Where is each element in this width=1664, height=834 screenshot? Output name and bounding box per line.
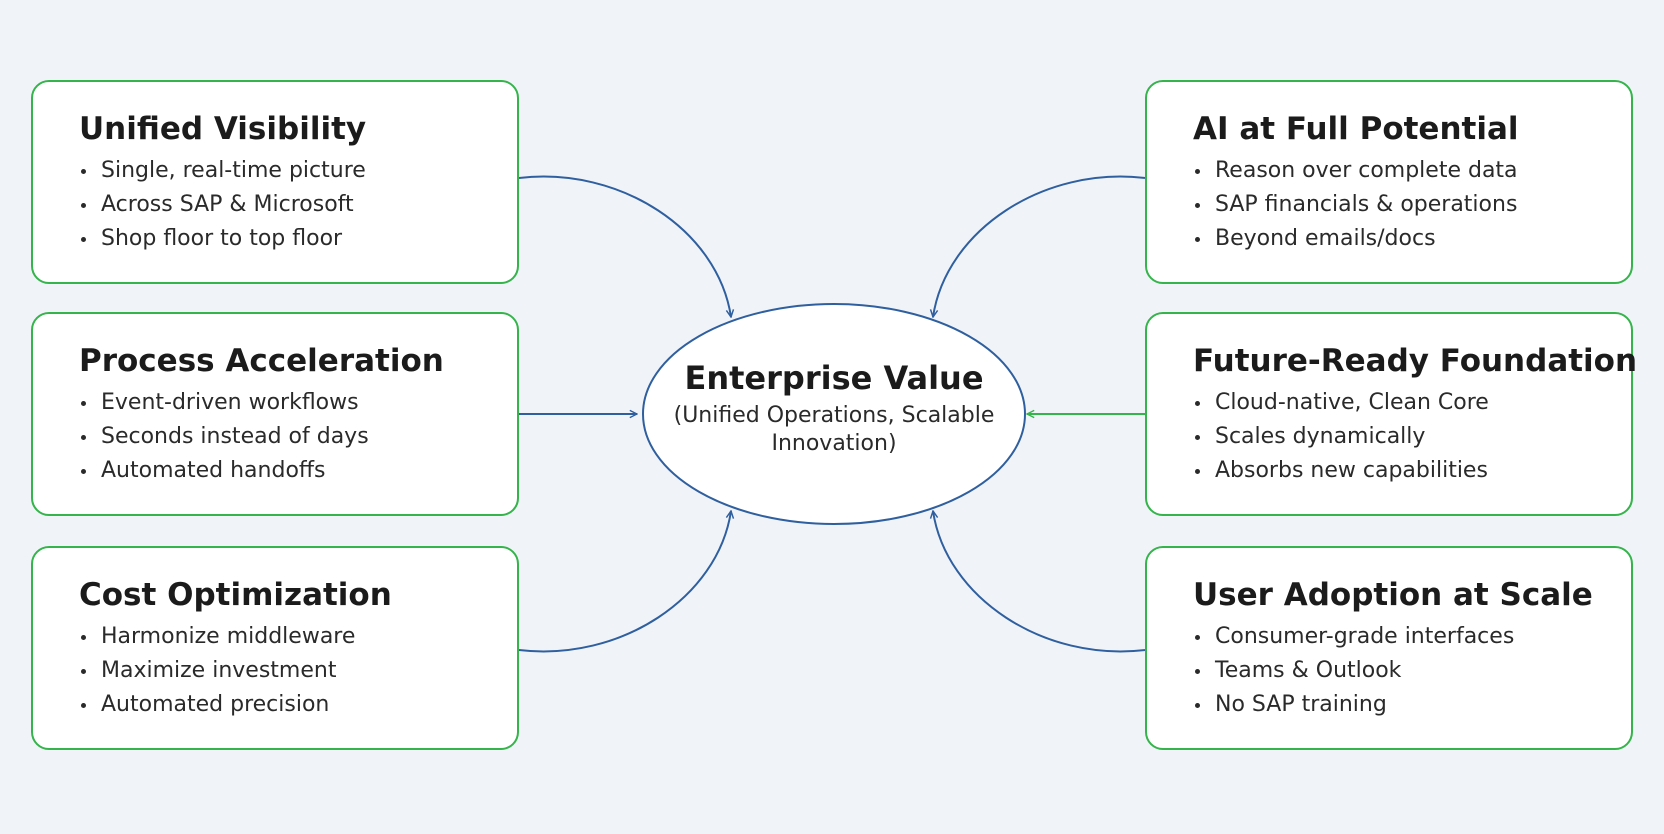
bullet-list: Single, real-time picture Across SAP & M… <box>79 154 497 256</box>
bullet-list: Harmonize middleware Maximize investment… <box>79 620 497 722</box>
bullet-item: Single, real-time picture <box>79 154 497 188</box>
bullet-list: Reason over complete data SAP financials… <box>1193 154 1611 256</box>
card-title: Process Acceleration <box>79 343 444 379</box>
card-title: Cost Optimization <box>79 577 392 613</box>
bullet-item: Shop floor to top floor <box>79 222 497 256</box>
card-title: Unified Visibility <box>79 111 367 147</box>
bullet-item: Consumer-grade interfaces <box>1193 620 1611 654</box>
bullet-item: Reason over complete data <box>1193 154 1611 188</box>
card-user-adoption: User Adoption at Scale Consumer-grade in… <box>1145 546 1633 750</box>
bullet-item: Seconds instead of days <box>79 420 497 454</box>
bullet-item: Across SAP & Microsoft <box>79 188 497 222</box>
bullet-list: Event-driven workflows Seconds instead o… <box>79 386 497 488</box>
card-unified-visibility: Unified Visibility Single, real-time pic… <box>31 80 519 284</box>
center-title: Enterprise Value <box>684 359 984 397</box>
bullet-item: Scales dynamically <box>1193 420 1611 454</box>
bullet-item: SAP financials & operations <box>1193 188 1611 222</box>
center-node: Enterprise Value (Unified Operations, Sc… <box>642 358 1026 458</box>
bullet-item: Event-driven workflows <box>79 386 497 420</box>
card-future-ready-foundation: Future-Ready Foundation Cloud-native, Cl… <box>1145 312 1638 516</box>
bullet-item: Teams & Outlook <box>1193 654 1611 688</box>
bullet-item: Automated precision <box>79 688 497 722</box>
connector-cost-optimization <box>518 511 731 653</box>
bullet-item: Maximize investment <box>79 654 497 688</box>
bullet-item: Harmonize middleware <box>79 620 497 654</box>
bullet-item: No SAP training <box>1193 688 1611 722</box>
card-title: User Adoption at Scale <box>1193 577 1593 613</box>
bullet-item: Cloud-native, Clean Core <box>1193 386 1611 420</box>
card-cost-optimization: Cost Optimization Harmonize middleware M… <box>31 546 519 750</box>
bullet-item: Automated handoffs <box>79 454 497 488</box>
center-subtitle: (Unified Operations, Scalable Innovation… <box>673 403 995 456</box>
bullet-item: Beyond emails/docs <box>1193 222 1611 256</box>
bullet-list: Consumer-grade interfaces Teams & Outloo… <box>1193 620 1611 722</box>
connector-user-adoption <box>933 511 1146 653</box>
card-title: AI at Full Potential <box>1193 111 1519 147</box>
connector-unified-visibility <box>518 175 731 317</box>
card-ai-full-potential: AI at Full Potential Reason over complet… <box>1145 80 1633 284</box>
bullet-list: Cloud-native, Clean Core Scales dynamica… <box>1193 386 1611 488</box>
center-ellipse <box>642 303 1026 525</box>
card-title: Future-Ready Foundation <box>1193 343 1638 379</box>
connector-ai-full-potential <box>933 175 1146 317</box>
card-process-acceleration: Process Acceleration Event-driven workfl… <box>31 312 519 516</box>
bullet-item: Absorbs new capabilities <box>1193 454 1611 488</box>
